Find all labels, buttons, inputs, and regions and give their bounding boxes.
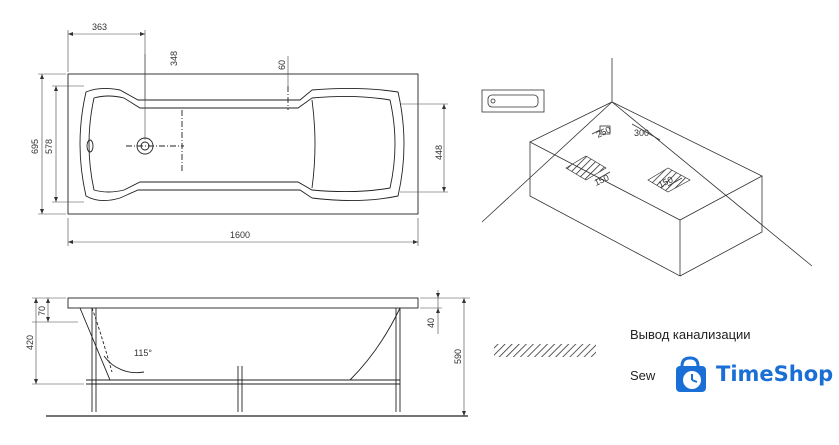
top-view-arrows — [40, 32, 446, 244]
dim-448: 448 — [434, 145, 444, 160]
dim-578: 578 — [44, 139, 54, 154]
box-top — [529, 101, 763, 221]
dim-60: 60 — [277, 60, 287, 70]
dim-40: 40 — [426, 318, 436, 328]
basin-inner-outline — [88, 95, 396, 193]
dim-590: 590 — [453, 349, 463, 364]
tub-thumbnail — [481, 89, 545, 113]
basin-outline — [79, 87, 405, 202]
tub-rim — [67, 297, 419, 309]
wall-floor-right — [611, 101, 813, 267]
angle-arc — [103, 355, 145, 374]
room-view — [481, 58, 813, 277]
dim-363: 363 — [92, 22, 107, 32]
legend-sewer-label: Sew — [630, 368, 656, 383]
tub-outline — [67, 73, 419, 215]
box-front — [529, 142, 681, 277]
side-view — [46, 297, 468, 417]
hatch-area-right — [647, 167, 691, 193]
side-view-arrows — [34, 293, 466, 416]
wall-floor-left — [481, 101, 613, 223]
legend-hatch-swatch — [494, 344, 596, 357]
brand-name: TimeShop — [716, 362, 834, 386]
dim-1600: 1600 — [230, 230, 250, 240]
dim-420: 420 — [25, 335, 35, 350]
angle-115: 115° — [134, 348, 152, 358]
dim-695: 695 — [30, 139, 40, 154]
legend-drain-label: Вывод канализации — [630, 327, 751, 342]
dim-300: 300 — [634, 128, 649, 138]
hatch-area-left — [565, 155, 607, 181]
backrest-line — [311, 99, 316, 189]
drain-hatches — [565, 155, 691, 193]
side-view-dimensions — [32, 290, 470, 416]
timeshop-logo: TimeShop — [672, 356, 834, 396]
dim-70: 70 — [37, 306, 47, 316]
tub-profile — [79, 307, 401, 381]
tub-profile-inner — [91, 307, 113, 373]
overflow — [86, 139, 94, 153]
top-view-dimensions — [38, 30, 448, 246]
box-side — [679, 176, 763, 277]
shopping-bag-clock-icon — [676, 356, 706, 392]
dim-348: 348 — [169, 51, 179, 66]
top-view — [67, 73, 419, 215]
